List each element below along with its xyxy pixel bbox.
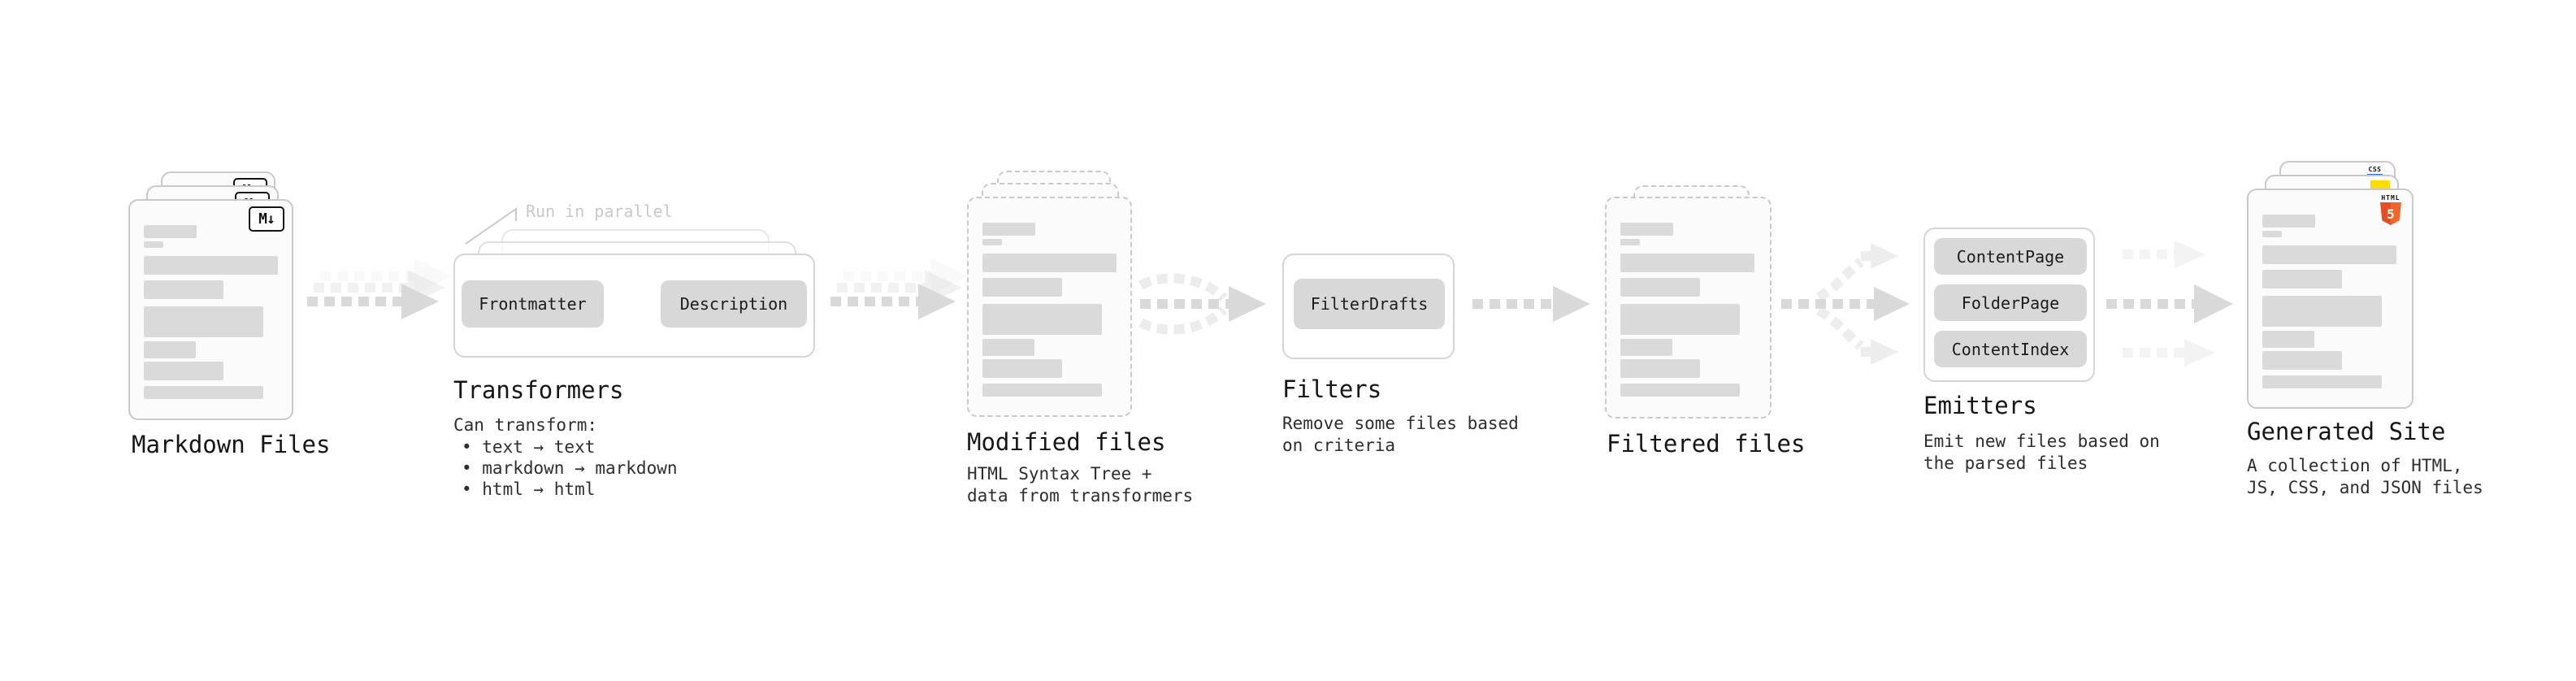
filters-desc: on criteria <box>1282 436 1396 455</box>
modified-files-desc: data from transformers <box>967 486 1194 505</box>
modified-doc-front <box>967 197 1132 417</box>
contentpage-emitter-box: ContentPage <box>1934 238 2087 275</box>
arrow-markdown-to-transformers <box>307 258 452 319</box>
content-line <box>144 241 163 248</box>
modified-files-desc: HTML Syntax Tree + <box>967 464 1152 484</box>
content-line <box>982 339 1034 356</box>
content-line <box>144 256 278 275</box>
transformers-bullet: • text → text <box>462 437 596 457</box>
filtered-files-title: Filtered files <box>1607 430 1806 458</box>
filtered-doc-front <box>1605 197 1772 419</box>
content-line <box>1620 359 1700 378</box>
arrow-modified-to-filters <box>1138 273 1266 335</box>
filterdrafts-box: FilterDrafts <box>1294 279 1445 329</box>
markdown-files-title: Markdown Files <box>132 431 331 458</box>
content-line <box>2262 375 2382 388</box>
content-line <box>1620 223 1673 236</box>
description-transformer-box: Description <box>661 280 807 327</box>
content-line <box>1620 304 1740 335</box>
content-line <box>982 239 1002 245</box>
arrow-filters-to-filtered <box>1472 286 1590 322</box>
transformers-bullet: • markdown → markdown <box>462 458 678 478</box>
filters-desc: Remove some files based <box>1282 414 1519 433</box>
content-line <box>1620 278 1700 297</box>
emitters-desc: the parsed files <box>1923 453 2088 473</box>
content-line <box>2262 270 2342 288</box>
content-line <box>1620 339 1672 356</box>
content-line <box>982 384 1102 397</box>
content-line <box>982 278 1062 297</box>
generated-doc-html: HTML 5 <box>2247 189 2413 409</box>
markdown-doc-front: M↓ <box>128 199 293 420</box>
content-line <box>2262 296 2382 327</box>
javascript-icon <box>2370 180 2390 189</box>
generated-site-desc: A collection of HTML, <box>2247 456 2463 475</box>
arrow-transformers-to-modified <box>830 258 969 319</box>
emitters-desc: Emit new files based on <box>1923 432 2160 451</box>
run-in-parallel-note: Run in parallel <box>526 202 673 221</box>
content-line <box>1620 254 1754 272</box>
content-line <box>144 386 263 399</box>
content-line <box>982 304 1102 335</box>
folderpage-emitter-box: FolderPage <box>1934 284 2087 321</box>
content-line <box>982 254 1117 272</box>
arrow-emitters-to-generated <box>2106 241 2233 367</box>
content-line <box>1620 239 1640 245</box>
emitters-title: Emitters <box>1923 392 2037 419</box>
content-line <box>144 306 263 337</box>
modified-files-title: Modified files <box>967 428 1166 456</box>
html5-icon-label: HTML <box>2381 194 2400 202</box>
content-line <box>1620 384 1740 397</box>
transformers-desc: Can transform: <box>453 415 598 435</box>
content-line <box>144 280 223 299</box>
content-line <box>2262 215 2315 228</box>
html5-icon: HTML 5 <box>2380 194 2401 225</box>
content-line <box>982 223 1035 236</box>
generated-site-title: Generated Site <box>2247 418 2446 445</box>
transformers-bullet: • html → html <box>462 479 596 499</box>
generated-site-desc: JS, CSS, and JSON files <box>2247 478 2483 497</box>
arrow-filtered-to-emitters <box>1781 243 1910 365</box>
content-line <box>2262 245 2396 264</box>
transformers-title: Transformers <box>453 376 624 404</box>
content-line <box>2262 231 2282 237</box>
filters-title: Filters <box>1282 375 1382 403</box>
html5-icon-shield: 5 <box>2380 202 2401 225</box>
content-line <box>144 362 223 380</box>
frontmatter-transformer-box: Frontmatter <box>462 280 604 327</box>
css-icon-label: CSS <box>2368 166 2382 173</box>
contentindex-emitter-box: ContentIndex <box>1934 331 2087 367</box>
content-line <box>144 341 196 358</box>
content-line <box>2262 351 2342 370</box>
content-line <box>144 225 197 238</box>
content-line <box>982 359 1062 378</box>
content-line <box>2262 331 2314 348</box>
markdown-icon: M↓ <box>249 206 284 232</box>
